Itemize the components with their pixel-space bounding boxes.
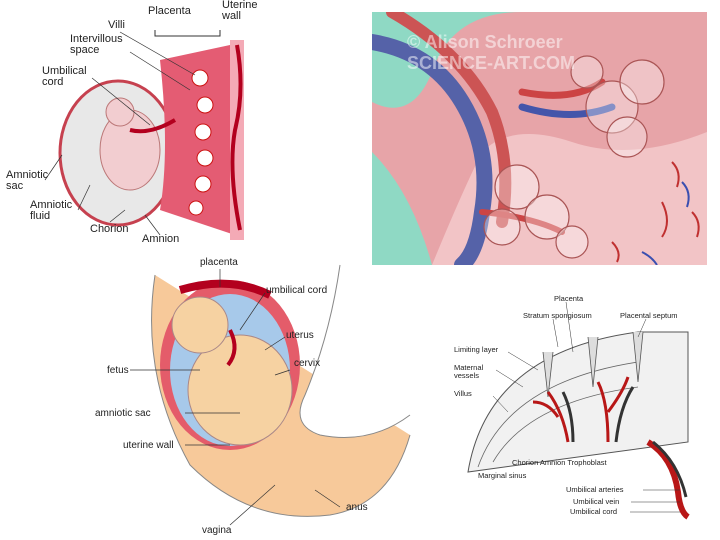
diagram-placenta-overview: Placenta Uterine wall Villi Intervillous… <box>0 0 270 250</box>
diagram-pregnancy-cross-section: placenta umbilical cord uterus cervix fe… <box>90 255 415 540</box>
label-placenta: placenta <box>200 258 238 268</box>
fetus-head-shape <box>106 98 134 126</box>
label-anus: anus <box>346 503 368 513</box>
label-placental-septum: Placental septum <box>620 312 678 320</box>
label-umbilical-cord: Umbilical cord <box>42 66 87 88</box>
label-placenta: Placenta <box>554 295 583 303</box>
label-villus: Villus <box>454 390 472 398</box>
label-uterus: uterus <box>286 331 314 341</box>
label-chorion-amnion-trophoblast: Chorion Amnion Trophoblast <box>512 459 607 467</box>
label-umbilical-vein: Umbilical vein <box>573 498 619 506</box>
label-villi: Villi <box>108 20 125 31</box>
label-amniotic-sac: amniotic sac <box>95 409 151 419</box>
label-umbilical-cord: Umbilical cord <box>570 508 617 516</box>
illustration-villi-3d: © Alison Schroeer SCIENCE-ART.COM <box>372 12 707 265</box>
placenta-tissue-shape <box>468 332 688 472</box>
label-maternal-vessels: Maternal vessels <box>454 364 483 379</box>
pregnancy-cross-section-illustration <box>90 255 415 540</box>
label-placenta: Placenta <box>148 6 191 17</box>
label-vagina: vagina <box>202 526 231 536</box>
label-umbilical-arteries: Umbilical arteries <box>566 486 624 494</box>
label-marginal-sinus: Marginal sinus <box>478 472 526 480</box>
label-limiting-layer: Limiting layer <box>454 346 498 354</box>
watermark-text: © Alison Schroeer SCIENCE-ART.COM <box>407 32 575 73</box>
label-amniotic-sac: Amniotic sac <box>6 170 48 192</box>
label-umbilical-cord: umbilical cord <box>266 286 327 296</box>
label-fetus: fetus <box>107 366 129 376</box>
label-amnion: Amnion <box>142 234 179 245</box>
label-intervillous-space: Intervillous space <box>70 34 123 56</box>
label-chorion: Chorion <box>90 224 129 235</box>
diagram-placenta-structure: Placenta Stratum spongiosum Placental se… <box>448 292 710 522</box>
label-amniotic-fluid: Amniotic fluid <box>30 200 72 222</box>
label-stratum-spongiosum: Stratum spongiosum <box>523 312 592 320</box>
label-uterine-wall: uterine wall <box>123 441 174 451</box>
label-uterine-wall: Uterine wall <box>222 0 257 22</box>
label-cervix: cervix <box>294 359 320 369</box>
